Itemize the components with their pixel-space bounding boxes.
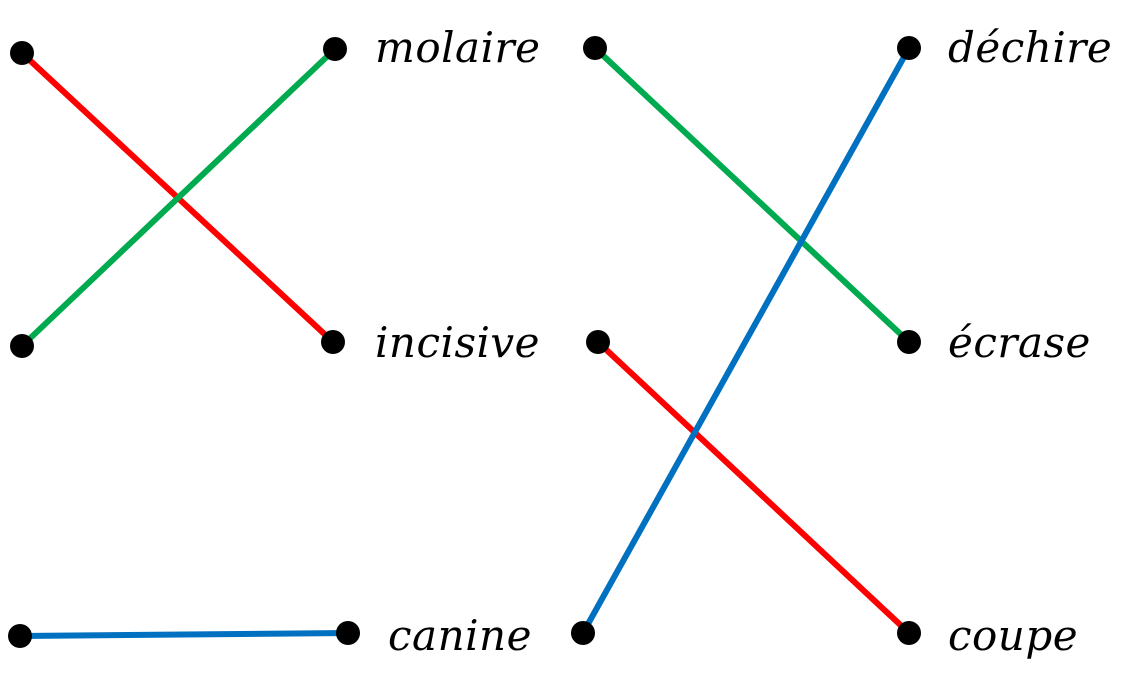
word-canine: canine bbox=[388, 611, 532, 660]
dot-left-3[interactable] bbox=[8, 624, 32, 648]
dot-right-1[interactable] bbox=[897, 36, 921, 60]
word-dechire: déchire bbox=[948, 23, 1113, 72]
link-left-2-to-mid-left-1 bbox=[19, 46, 338, 349]
dot-right-2[interactable] bbox=[897, 330, 921, 354]
link-mid-right-1-to-right-2 bbox=[592, 45, 912, 345]
dot-mid-left-1[interactable] bbox=[323, 37, 347, 61]
word-ecrase: écrase bbox=[948, 318, 1091, 367]
dot-left-2[interactable] bbox=[10, 334, 34, 358]
dot-mid-right-2[interactable] bbox=[586, 330, 610, 354]
word-coupe: coupe bbox=[948, 611, 1079, 660]
link-left-3-to-mid-left-3 bbox=[17, 630, 351, 639]
link-mid-right-3-to-right-1 bbox=[580, 45, 912, 636]
dot-mid-left-3[interactable] bbox=[336, 621, 360, 645]
dot-mid-right-3[interactable] bbox=[571, 621, 595, 645]
word-molaire: molaire bbox=[375, 23, 541, 72]
dot-mid-left-2[interactable] bbox=[321, 330, 345, 354]
dot-left-1[interactable] bbox=[10, 41, 34, 65]
word-incisive: incisive bbox=[375, 318, 541, 367]
dot-mid-right-1[interactable] bbox=[583, 36, 607, 60]
link-mid-right-2-to-right-3 bbox=[595, 339, 912, 636]
dot-right-3[interactable] bbox=[897, 621, 921, 645]
